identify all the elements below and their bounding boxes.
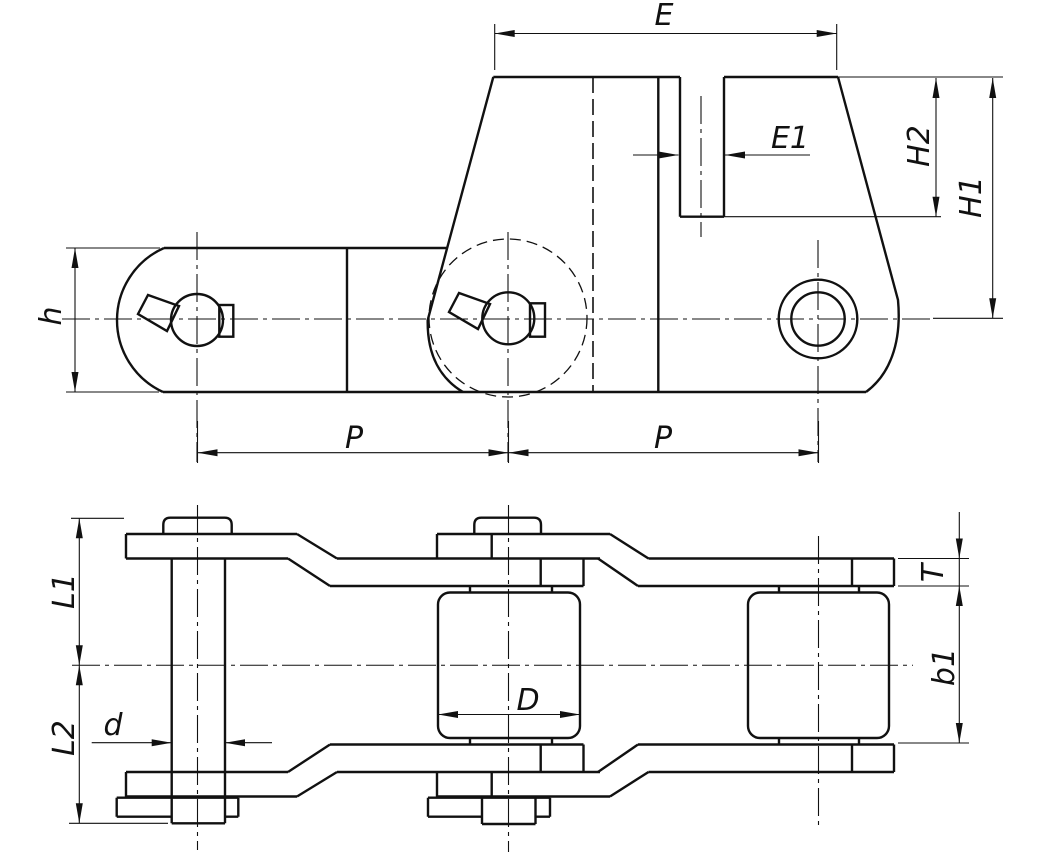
pin3-hole	[790, 291, 846, 347]
plan-view: L1 L2 d D T b1	[47, 505, 969, 852]
dim-label-E1: E1	[771, 121, 809, 156]
dim-H2: H2	[724, 76, 1003, 218]
pin1-cotter-tab	[136, 293, 181, 333]
pin2-cotter-head	[528, 302, 547, 338]
pin2-cotter-tab	[447, 291, 492, 331]
dim-label-T: T	[916, 561, 951, 582]
roller-pin3	[746, 591, 891, 740]
pin3-bushing	[777, 278, 859, 360]
dim-label-E: E	[655, 0, 674, 33]
dim-H1: H1	[933, 78, 1003, 319]
side-view: E E1 H2 H1 h P P	[34, 0, 1003, 463]
bushing-pin3	[777, 586, 861, 745]
dim-L1-L2: L1 L2	[47, 517, 168, 824]
dim-label-d: d	[103, 708, 123, 743]
dim-D: D	[438, 683, 580, 718]
pin1-cotter-head	[218, 303, 235, 338]
roller-pin2	[436, 591, 582, 740]
dim-label-H1: H1	[954, 176, 989, 218]
dim-E1: E1	[633, 121, 810, 159]
dim-label-L2: L2	[47, 720, 82, 756]
pin1-plan	[115, 516, 240, 825]
block-right-edge	[836, 76, 900, 393]
block-left-edge	[426, 76, 495, 394]
dim-d: d	[91, 708, 272, 747]
dim-label-L1: L1	[47, 573, 82, 609]
strip-left-arc	[115, 246, 165, 394]
plates-top	[124, 532, 896, 588]
bushing-pin2	[468, 586, 554, 745]
dim-h: h	[34, 247, 160, 393]
dim-label-P1: P	[345, 421, 364, 456]
dim-label-D: D	[516, 683, 539, 718]
dim-T-b1: T b1	[898, 512, 969, 744]
dim-E: E	[494, 0, 838, 70]
dim-label-b1: b1	[927, 648, 962, 686]
plates-bottom	[124, 743, 896, 798]
block-slot	[678, 77, 726, 218]
dim-label-H2: H2	[902, 125, 937, 167]
dim-label-P2: P	[654, 421, 673, 456]
dim-label-h: h	[34, 306, 69, 325]
pin2-plan	[426, 516, 552, 826]
dim-P: P P	[196, 421, 820, 463]
